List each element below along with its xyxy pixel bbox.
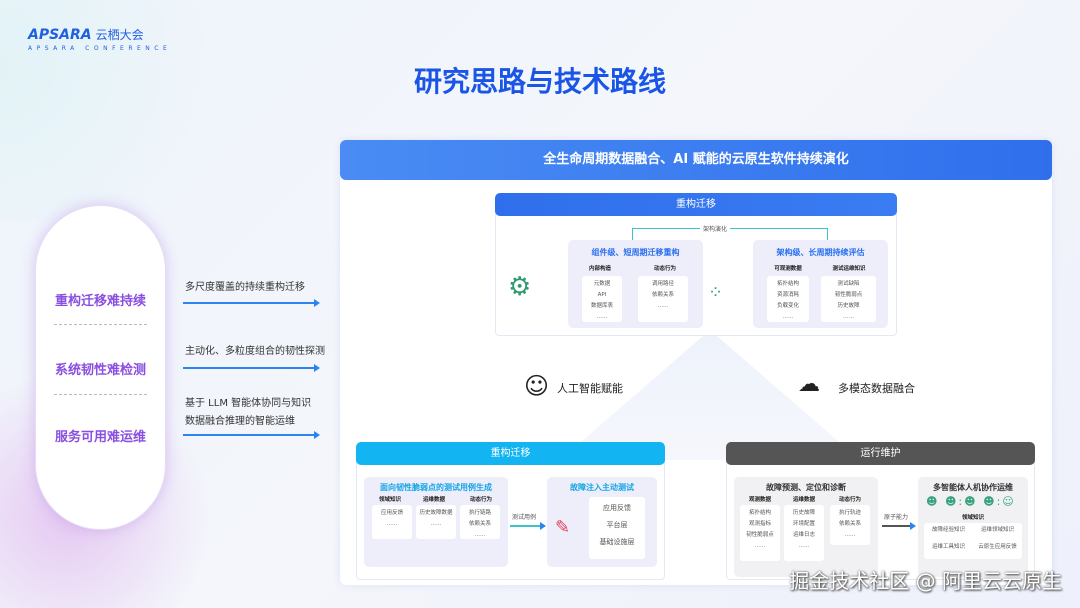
multi-agent-card: 多智能体人机协作运维 ☻ ☻:☻ ☻:☺ 领域知识 故障经验知识运维领域知识运维… xyxy=(918,477,1028,577)
challenge-item: 系统韧性难检测 xyxy=(54,363,146,378)
column-header: 测试运维知识 xyxy=(832,266,866,272)
data-cell: 调用路径依赖关系…… xyxy=(638,276,688,322)
ai-label: 人工智能赋能 xyxy=(557,382,623,395)
column-header: 运维数据 xyxy=(422,497,445,503)
bottom-left-header: 重构迁移 xyxy=(356,442,665,465)
layer-list: 应用反馈平台层基础设施层 xyxy=(589,497,645,559)
bottom-right-header: 运行维护 xyxy=(726,442,1035,465)
arrow xyxy=(183,364,320,372)
column-header: 可观测数据 xyxy=(774,266,802,272)
card-title: 多智能体人机协作运维 xyxy=(933,483,1013,492)
divider xyxy=(54,324,147,325)
column-header: 观测数据 xyxy=(748,497,771,503)
data-cell: 历史故障环境配置运维日志…… xyxy=(784,505,824,561)
test-generation-card: 面向韧性脆弱点的测试用例生成 领域知识 运维数据 动态行为 应用反馈…… 历史故… xyxy=(364,477,508,567)
page-title: 研究思路与技术路线 xyxy=(413,65,666,98)
ai-head-icon: ☺ xyxy=(524,372,550,400)
arrow xyxy=(882,522,916,530)
column-header: 内部构造 xyxy=(588,266,611,272)
arrow xyxy=(510,522,546,530)
agents-icon: ☻ ☻:☻ ☻:☺ xyxy=(926,495,1016,508)
feedback-label: 架构演化 xyxy=(700,224,731,233)
architecture-card: 架构级、长周期持续评估 可观测数据 测试运维知识 拓扑结构资源消耗负载变化…… … xyxy=(753,240,888,328)
diagnosis-card: 故障预测、定位和诊断 观测数据 运维数据 动态行为 拓扑结构观测指标韧性脆弱点…… xyxy=(734,477,878,577)
column-header: 动态行为 xyxy=(838,497,861,503)
main-header: 全生命周期数据融合、AI 赋能的云原生软件持续演化 xyxy=(340,140,1052,180)
background-glow xyxy=(0,0,260,220)
card-title: 组件级、短周期迁移重构 xyxy=(591,248,680,257)
data-cell: 应用反馈…… xyxy=(372,505,412,539)
arrow-label: 原子能力 xyxy=(884,514,909,521)
cloud-network-icon: ☁ xyxy=(798,372,820,397)
challenges-panel: 重构迁移难持续 系统韧性难检测 服务可用难运维 xyxy=(35,205,166,530)
syringe-icon: ✎ xyxy=(555,517,571,538)
data-cell: 测试缺陷韧性脆弱点历史故障…… xyxy=(821,276,876,322)
arrow xyxy=(183,299,320,307)
knowledge-title: 领域知识 xyxy=(961,515,984,521)
column-header: 动态行为 xyxy=(469,497,492,503)
data-cell: 历史故障数据…… xyxy=(416,505,456,539)
approach-label: 主动化、多粒度组合的韧性探测 xyxy=(185,346,325,357)
challenge-item: 服务可用难运维 xyxy=(54,430,146,445)
data-cell: 拓扑结构观测指标韧性脆弱点…… xyxy=(740,505,780,561)
approach-label: 基于 LLM 智能体协同与知识 xyxy=(185,398,312,409)
knowledge-list: 故障经验知识运维领域知识运维工具知识云原生应用反馈 xyxy=(924,523,1022,559)
data-cell: 执行轨迹依赖关系…… xyxy=(830,505,870,545)
card-title: 面向韧性脆弱点的测试用例生成 xyxy=(380,483,492,492)
data-points-icon: ⁘ xyxy=(708,282,724,303)
top-header: 重构迁移 xyxy=(495,193,897,216)
card-title: 故障注入主动测试 xyxy=(570,483,634,492)
data-cell: 执行链路依赖关系…… xyxy=(460,505,500,539)
card-title: 架构级、长周期持续评估 xyxy=(776,248,865,257)
challenge-item: 重构迁移难持续 xyxy=(54,294,146,309)
divider xyxy=(54,394,147,395)
column-header: 领域知识 xyxy=(378,497,401,503)
watermark: 掘金技术社区 @ 阿里云云原生 xyxy=(789,569,1062,593)
microservices-icon: ⚙ xyxy=(508,272,532,302)
arrow-label: 测试用例 xyxy=(512,514,537,521)
approach-label: 数据融合推理的智能运维 xyxy=(185,416,295,427)
approach-label: 多尺度覆盖的持续重构迁移 xyxy=(185,282,305,293)
column-header: 动态行为 xyxy=(653,266,676,272)
arrow xyxy=(183,431,320,439)
column-header: 运维数据 xyxy=(792,497,815,503)
card-title: 故障预测、定位和诊断 xyxy=(766,483,846,492)
fault-injection-card: 故障注入主动测试 ✎ 应用反馈平台层基础设施层 xyxy=(547,477,657,567)
data-cell: 拓扑结构资源消耗负载变化…… xyxy=(767,276,809,322)
multimodal-label: 多模态数据融合 xyxy=(838,382,915,395)
